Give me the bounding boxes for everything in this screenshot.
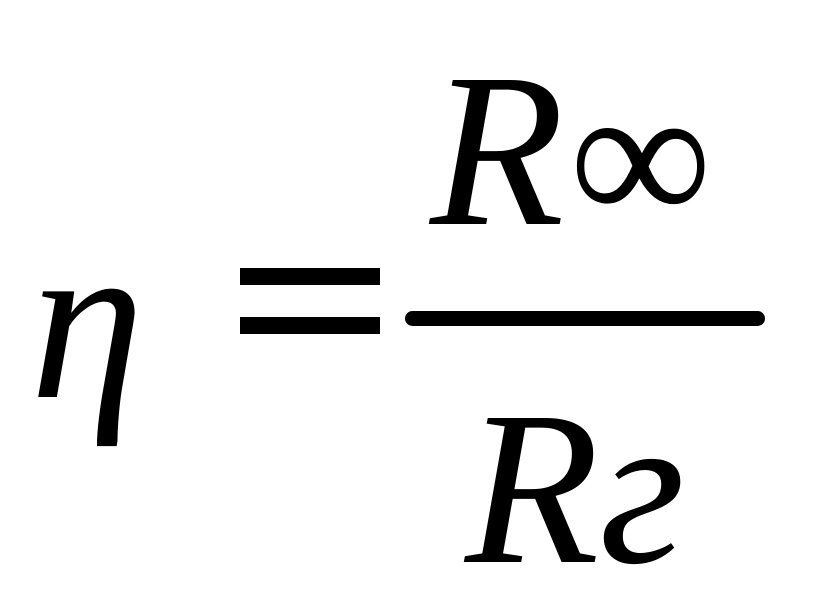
numerator-infinity-symbol: ∞ bbox=[569, 47, 712, 268]
formula-lhs-symbol: η bbox=[30, 192, 145, 447]
equals-bar-bottom bbox=[240, 317, 380, 334]
equals-sign bbox=[240, 252, 380, 344]
denominator-subscript: г bbox=[599, 366, 686, 610]
equals-bar-top bbox=[240, 268, 380, 285]
numerator-variable: R bbox=[430, 28, 565, 272]
denominator-variable: R bbox=[465, 366, 600, 610]
fraction-bar bbox=[405, 311, 765, 326]
fraction-numerator: R∞ bbox=[430, 40, 712, 260]
fraction-denominator: Rг bbox=[465, 378, 685, 598]
